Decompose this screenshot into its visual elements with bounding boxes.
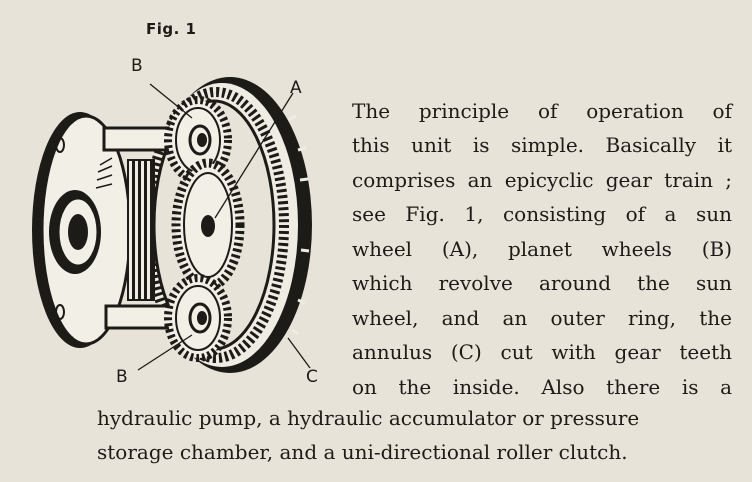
epicyclic-gear-diagram [32,77,312,373]
figure-caption: Fig. 1 [146,20,197,38]
paragraph-line: which revolve around the sun [352,271,732,295]
callout-b-bottom: B [116,367,128,387]
paragraph-line: comprises an epicyclic gear train ; [352,168,732,192]
leader-b-bottom [137,334,193,371]
paragraph-line: storage chamber, and a uni-directional r… [97,440,628,464]
callout-a: A [290,78,302,98]
leader-b-top [149,83,193,119]
paragraph-line: annulus (C) cut with gear teeth [352,340,732,364]
paragraph-line: this unit is simple. Basically it [352,133,732,157]
callout-c: C [306,367,318,387]
paragraph-line: The principle of operation of [352,99,732,123]
callout-b-top: B [131,56,143,76]
leader-a [214,92,294,219]
paragraph-line: hydraulic pump, a hydraulic accumulator … [97,406,640,430]
paragraph-line: wheel, and an outer ring, the [352,306,732,330]
paragraph-line: wheel (A), planet wheels (B) [352,237,732,261]
paragraph-line: see Fig. 1, consisting of a sun [352,202,732,226]
paragraph-line: on the inside. Also there is a [352,375,732,399]
leader-c [287,337,311,369]
